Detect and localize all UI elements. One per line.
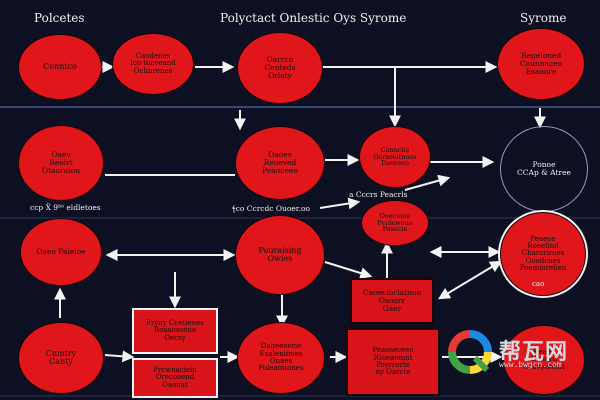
node-oaeo-paieioe: Oaeo Paieioe xyxy=(20,218,102,286)
node-oarrcn: Oarrcn Centeds Orlaty xyxy=(237,32,323,104)
node-peaoseceeo: Peaoseceeo IGoeaomnt Poyrrorte ny Oarcte xyxy=(346,328,440,396)
node-caodenes: Caodenes Ico toceeand Ochnrenes xyxy=(112,33,194,95)
node-oaoev: Oaoev Reoeved Peaoceeo xyxy=(235,126,325,200)
node-dageeoerie: Dageeoerie Exaleniimes Onaes Poleamtones xyxy=(237,322,325,394)
watermark-logo: 帮瓦网 www.bwgcn.com xyxy=(447,330,597,374)
annotation-cao: cao xyxy=(532,280,545,288)
watermark-text: 帮瓦网 xyxy=(499,340,569,365)
annotation-right: a Cccrs Peacrls xyxy=(349,190,408,199)
header-left-title: Polcetes xyxy=(34,11,85,25)
node-canncke: Canncke Ocrsoeltnoes Daoreeo xyxy=(359,126,431,188)
annotation-center: ꞎco Ccrcdc Ouoer.oo xyxy=(232,204,310,213)
watermark-url: www.bwgcn.com xyxy=(499,360,562,369)
node-peaeoe: Peaeoe Roeelind Charoriroes Ooodcnes Poe… xyxy=(500,212,586,296)
watermark-q-icon xyxy=(448,330,492,374)
divider-lines xyxy=(0,106,600,397)
node-frcwnaciein: Frcwnaciein Orecoaend Oaonat xyxy=(132,358,218,398)
header-right-title: Syrome xyxy=(520,11,567,25)
node-fryny-ccetienes: Fryny Ccetienes Roaaraoene Oecsy xyxy=(132,308,218,354)
node-caoecforlatinio: Caoecforlatinio Osoorr Gaer xyxy=(350,278,434,324)
connector-arrows xyxy=(54,61,546,363)
node-ooecione: Ooecione Pcoleweuo Pasecie xyxy=(361,200,429,246)
node-conntco: Conntco xyxy=(18,34,102,100)
node-oaev: Oaev Reolrt Otaoraion xyxy=(18,125,104,201)
node-pouraising: Pouraising Owies xyxy=(235,215,325,295)
annotation-left: ccp Ẍ 9ᵇᵒ eldletoes xyxy=(30,203,101,212)
node-cnmtry: Cnmtry Canty xyxy=(18,322,104,394)
node-regeloned: Regeloned Counnaceo Esaoore xyxy=(497,28,585,100)
node-reaes: Reaes Canerd Ceavyonent xyxy=(503,325,585,395)
header-center-title: Polyctact Onlestic Oys Syrome xyxy=(220,11,407,25)
node-ponoe: Ponoe CCAp & Atree xyxy=(500,126,588,212)
